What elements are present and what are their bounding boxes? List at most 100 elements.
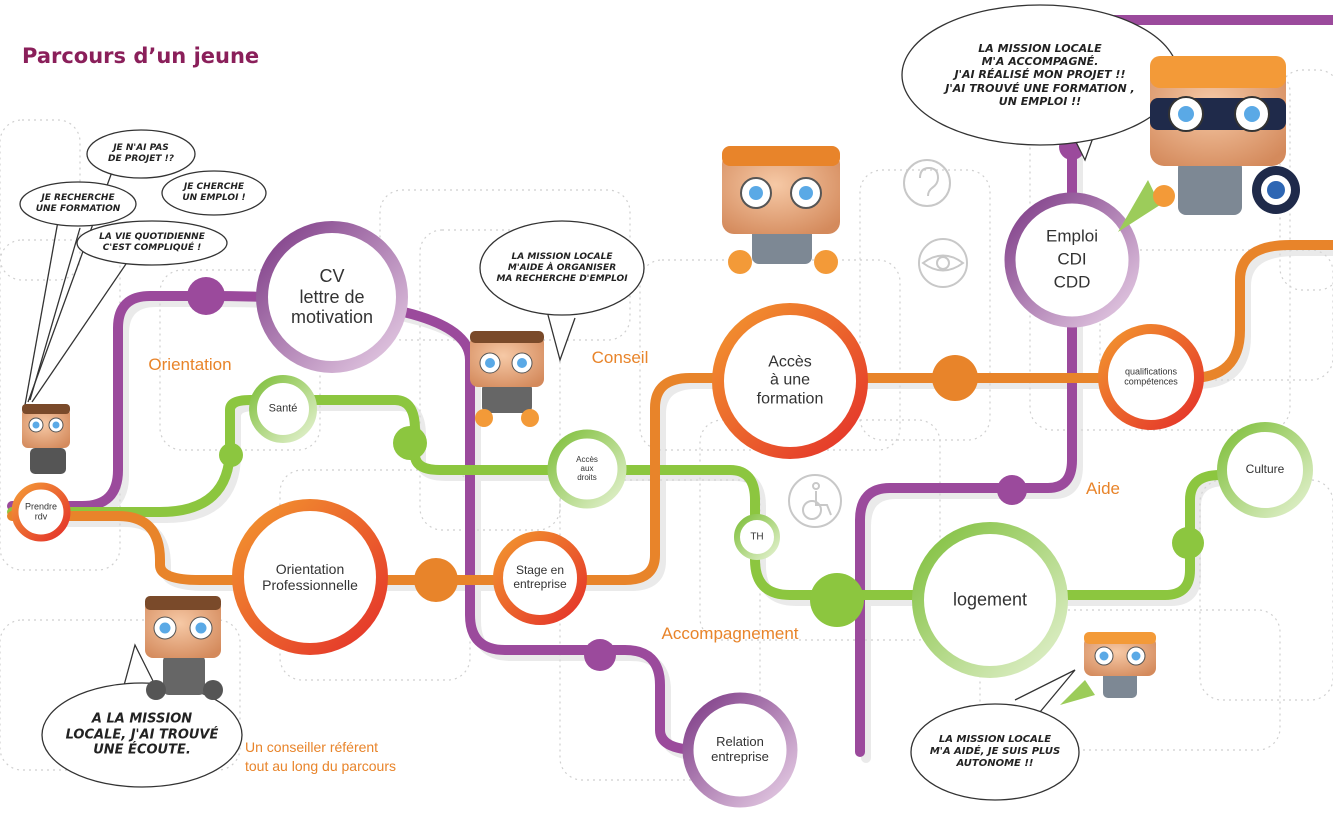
label-line: lettre de	[299, 286, 365, 307]
bubble-line: UNE ÉCOUTE.	[93, 742, 191, 758]
station-th	[734, 514, 780, 560]
label-line: aux	[580, 464, 594, 474]
section-label-conseil: Conseil	[591, 348, 649, 367]
junction-dot	[414, 558, 458, 602]
bubble-line: DE PROJET !?	[107, 154, 175, 164]
bubble-line: LA VIE QUOTIDIENNE	[99, 232, 205, 243]
label-line: à une	[769, 371, 811, 389]
bubble-line: JE CHERCHE	[183, 182, 245, 193]
page-title: Parcours d’un jeune	[22, 44, 260, 68]
section-label-aide: Aide	[1085, 479, 1121, 498]
green-line	[7, 395, 1265, 600]
label-line: Santé	[268, 402, 298, 415]
label-line: compétences	[1124, 377, 1178, 387]
junction-dot	[1172, 527, 1204, 559]
character-worried-boy	[22, 404, 70, 474]
label-line: Prendre	[24, 501, 58, 512]
bubble-tail	[29, 227, 81, 401]
junction-dot	[932, 355, 978, 401]
footnote-conseiller: Un conseiller référent tout au long du pa…	[245, 738, 396, 776]
section-label-orientation: Orientation	[148, 355, 232, 374]
label-line: entreprise	[711, 749, 769, 764]
station-sante	[249, 375, 317, 443]
station-culture	[1217, 422, 1313, 518]
station-acces-droits	[547, 429, 627, 509]
label-line: Emploi	[1046, 226, 1098, 246]
character-hero-boy	[722, 146, 840, 274]
bubble-line: A LA MISSION	[91, 711, 193, 727]
station-logement	[912, 522, 1068, 678]
bubble-line: M'A AIDÉ, JE SUIS PLUS	[929, 746, 1061, 757]
station-stage-entreprise	[493, 531, 587, 625]
junction-dot	[219, 443, 243, 467]
ear-icon	[903, 159, 951, 207]
label-line: Accès	[576, 455, 598, 465]
bubble-line: J'AI RÉALISÉ MON PROJET !!	[954, 68, 1126, 82]
character-small-hero	[1060, 632, 1156, 705]
label-line: CV	[319, 265, 345, 286]
junction-dot	[810, 573, 864, 627]
footnote-line: tout au long du parcours	[245, 757, 396, 774]
label-line: logement	[952, 589, 1028, 610]
bubble-line: LA MISSION LOCALE	[978, 42, 1102, 56]
stations	[11, 192, 1313, 808]
bubble-line: LA MISSION LOCALE	[938, 734, 1052, 745]
label-line: Relation	[716, 734, 764, 750]
label-line: droits	[577, 473, 597, 483]
character-boy-advisor	[470, 331, 544, 427]
footnote-line: Un conseiller référent	[245, 739, 379, 755]
label-line: Accès	[768, 353, 812, 371]
bubble-line: LOCALE, J'AI TROUVÉ	[65, 727, 219, 743]
bubble-line: M'A ACCOMPAGNÉ.	[981, 55, 1099, 69]
bubble-line: AUTONOME !!	[956, 758, 1034, 769]
eye-icon	[918, 238, 968, 288]
station-relation-entreprise	[682, 692, 798, 808]
bubble-line: JE RECHERCHE	[41, 193, 115, 204]
junction-dot	[187, 277, 225, 315]
label-line: entreprise	[513, 577, 567, 591]
label-line: formation	[756, 390, 824, 408]
character-superhero	[1118, 56, 1300, 232]
bubble-line: UNE FORMATION	[35, 204, 121, 214]
bubble-line: J'AI TROUVÉ UNE FORMATION ,	[945, 81, 1135, 95]
orange-line	[7, 240, 1333, 585]
station-acces-formation	[712, 303, 868, 459]
label-line: Professionnelle	[262, 577, 358, 593]
station-qualifications	[1098, 324, 1204, 430]
station-orientation-pro	[232, 499, 388, 655]
bubble-line: UN EMPLOI !!	[998, 94, 1082, 108]
section-label-accompagnement: Accompagnement	[661, 624, 799, 643]
bubble-line: C'EST COMPLIQUÉ !	[102, 243, 202, 253]
station-label-logement: logement	[953, 590, 1027, 611]
bubble-line: LA MISSION LOCALE	[511, 251, 613, 262]
junction-dot	[393, 426, 427, 460]
label-line: Stage en	[515, 563, 565, 578]
label-line: CDD	[1053, 272, 1091, 292]
label-line: motivation	[290, 307, 374, 328]
bubble-line: JE N'AI PAS	[113, 143, 169, 154]
station-prendre-rdv	[11, 482, 71, 542]
label-line: TH	[750, 531, 764, 543]
wheelchair-icon	[788, 474, 842, 528]
bubble-line: MA RECHERCHE D'EMPLOI	[496, 273, 628, 284]
station-label-culture: Culture	[1245, 462, 1285, 477]
label-line: Culture	[1245, 462, 1285, 477]
line-shadows	[13, 149, 1333, 763]
